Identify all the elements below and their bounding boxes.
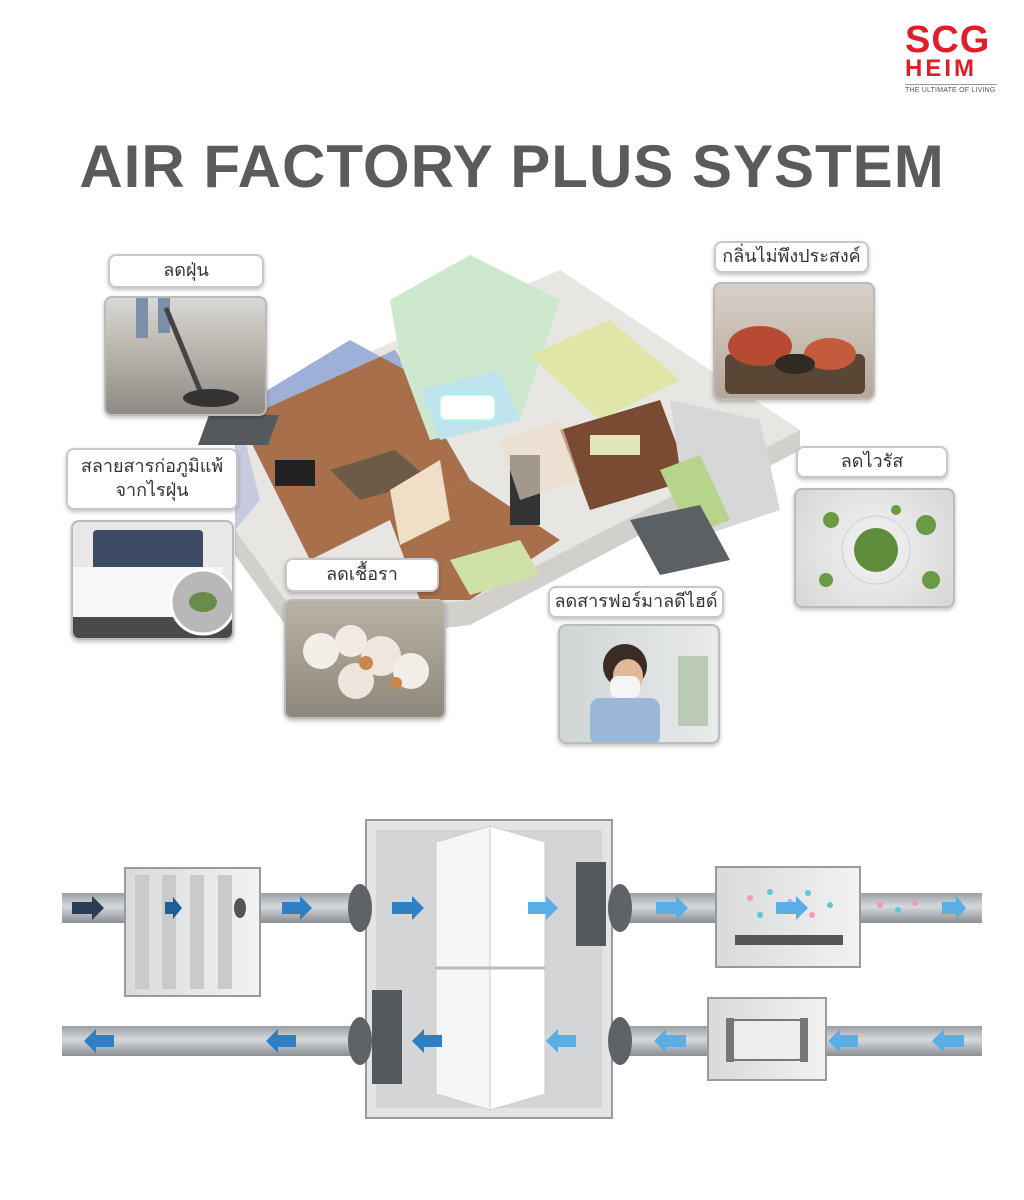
arrow-icon [282,896,312,920]
feature-label-allergen: สลายสารก่อภูมิแพ้ จากไรฝุ่น [66,448,238,510]
bedroom-partition [500,420,580,500]
desk [590,435,640,455]
arrow-icon [942,896,966,920]
exhaust-airflow-arrows [84,1029,964,1053]
bedroom-wall [390,460,450,545]
virus-icon [819,505,940,589]
odor-photo [713,282,875,400]
arrow-icon [654,1029,686,1053]
arrow-icon [546,1029,576,1053]
formaldehyde-photo [558,624,720,744]
supply-fan-icon [576,862,606,946]
feature-label-dust: ลดฝุ่น [108,254,264,288]
supply-airflow-arrows [72,896,966,920]
sofa [198,415,279,445]
scg-heim-logo: SCG HEIM THE ULTIMATE OF LIVING [905,19,1005,94]
kitchen-cabinet [660,455,730,535]
logo-divider [905,84,997,85]
arrow-icon [266,1029,296,1053]
arrow-icon [656,896,688,920]
allergen-photo [71,520,234,640]
mold-spore-icon [303,625,429,699]
bathtub [439,394,496,421]
living-room-wall [235,340,405,420]
sneezing-child-icon [590,644,708,742]
arrow-icon [828,1029,858,1053]
arrow-icon [72,896,104,920]
bed [450,540,540,595]
mold-photo [284,599,446,719]
vacuum-cleaner-icon [136,298,239,407]
feature-label-odor: กลิ่นไม่พึงประสงค์ [714,241,869,273]
moldy-bread-icon [725,326,865,394]
logo-tagline: THE ULTIMATE OF LIVING [905,87,996,94]
arrow-icon [528,896,558,920]
pre-filter-unit [124,867,261,997]
carbon-filter-unit [707,997,827,1081]
ionizer-unit [715,866,918,968]
feature-label-formaldehyde: ลดสารฟอร์มาลดีไฮด์ [548,586,724,618]
arrow-icon [412,1029,442,1053]
tv [275,460,315,486]
arrow-icon [392,896,424,920]
feature-label-virus: ลดไวรัส [796,446,948,478]
feature-label-mold: ลดเชื้อรา [285,558,439,592]
arrow-icon [776,896,808,920]
heat-recovery-unit [348,819,632,1119]
dust-mite-bed-icon [73,530,232,638]
exhaust-fan-icon [372,990,402,1084]
page-title: AIR FACTORY PLUS SYSTEM [79,133,945,200]
rug [330,450,430,500]
dining-table [630,505,730,575]
arrow-icon [932,1029,964,1053]
arrow-icon [84,1029,114,1053]
virus-photo [794,488,955,608]
study-wall [530,320,680,420]
arrow-icon [165,897,182,919]
logo-scg: SCG [905,19,991,61]
logo-heim: HEIM [905,55,977,82]
dust-photo [104,296,267,416]
